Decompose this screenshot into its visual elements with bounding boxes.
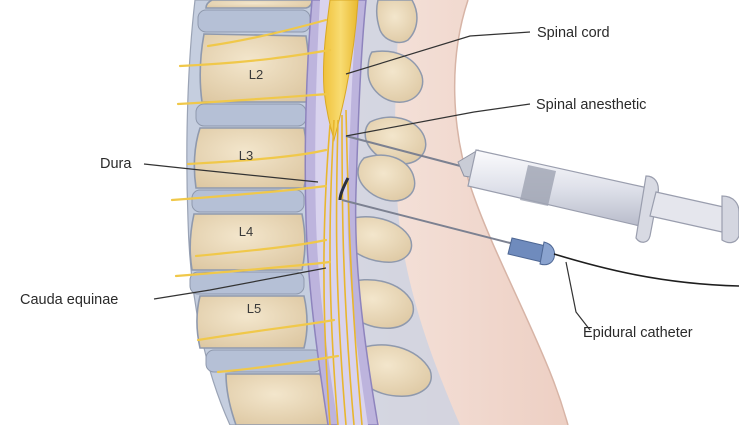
vertebra-label-l2: L2	[249, 67, 263, 82]
label-spinal-anesthetic: Spinal anesthetic	[536, 97, 646, 113]
syringe-barrel	[468, 150, 648, 226]
vertebra-top	[206, 0, 312, 8]
label-spinal-cord: Spinal cord	[537, 25, 610, 41]
sacrum-body	[226, 374, 334, 425]
vertebra-label-l5: L5	[247, 301, 261, 316]
leader-epidural-catheter	[566, 262, 590, 330]
label-dura: Dura	[100, 156, 132, 172]
label-cauda-equinae: Cauda equinae	[20, 292, 118, 308]
plunger-thumb	[722, 196, 739, 243]
vertebra-l4	[190, 214, 305, 270]
label-epidural-catheter: Epidural catheter	[583, 325, 693, 341]
catheter-line	[554, 254, 739, 286]
catheter-hub	[508, 238, 546, 262]
vertebra-label-l3: L3	[239, 148, 253, 163]
vertebra-label-l4: L4	[239, 224, 253, 239]
syringe-plunger	[650, 192, 728, 232]
